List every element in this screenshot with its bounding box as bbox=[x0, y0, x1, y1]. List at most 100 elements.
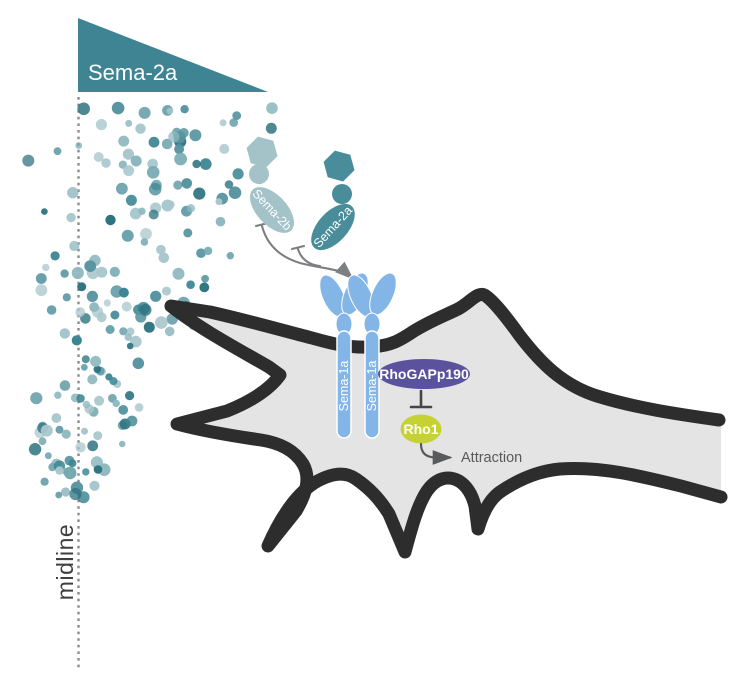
sema2a-dot bbox=[189, 129, 202, 142]
rhogap-label: RhoGAPp190 bbox=[379, 366, 469, 382]
sema2a-dot bbox=[126, 415, 138, 427]
sema2a-binding-arrow bbox=[296, 247, 322, 268]
sema2a-dot bbox=[89, 302, 99, 312]
sema2a-dot bbox=[93, 431, 103, 441]
sema2a-dot bbox=[51, 413, 62, 423]
sema2a-dot bbox=[150, 290, 162, 302]
sema2a-dot bbox=[86, 290, 98, 302]
sema2a-dot bbox=[40, 424, 53, 437]
receptor2-stem bbox=[364, 330, 380, 439]
sema2a-dot bbox=[215, 216, 226, 227]
sema2a-dot bbox=[265, 122, 277, 134]
sema2a-dot bbox=[148, 209, 159, 220]
sema2a-dot bbox=[93, 465, 103, 474]
sema2a-dot bbox=[203, 246, 213, 256]
sema2a-dot bbox=[162, 286, 171, 296]
sema2a-dot bbox=[196, 248, 206, 258]
sema2a-dot bbox=[75, 307, 86, 317]
sema2a-dot bbox=[200, 158, 212, 170]
sema2a-dot bbox=[219, 143, 230, 154]
sema2a-dot bbox=[229, 118, 238, 127]
sema2a-dot bbox=[181, 178, 193, 189]
sema2a-dot bbox=[219, 119, 227, 127]
sema2a-dot bbox=[80, 363, 88, 371]
sema2a-dot bbox=[105, 214, 116, 226]
growth-cone bbox=[164, 288, 728, 559]
sema2a-dot bbox=[46, 305, 57, 315]
sema2a-dot bbox=[124, 333, 132, 341]
rho1-node bbox=[400, 414, 442, 444]
sema2a-dot bbox=[96, 266, 108, 278]
sema2a-dot bbox=[186, 204, 196, 213]
sema2a-dot bbox=[109, 266, 120, 277]
ligand-binding-arrows bbox=[254, 221, 354, 280]
sema2a-dot bbox=[110, 285, 123, 298]
sema2a-dot bbox=[158, 252, 170, 264]
sema2a-dot bbox=[166, 107, 174, 115]
sema2a-dot bbox=[130, 155, 142, 167]
sema2a-dot bbox=[201, 274, 210, 283]
sema2a-dot bbox=[123, 150, 130, 157]
sema2a-dot bbox=[71, 266, 84, 280]
sema2a-dot bbox=[22, 154, 35, 167]
sema2b-body-ellipse bbox=[249, 187, 295, 233]
sema2a-dot bbox=[178, 127, 189, 138]
receptor-sema1a-unit2: Sema-1a bbox=[347, 272, 397, 439]
sema2a-dot bbox=[199, 282, 210, 293]
sema2a-dot bbox=[69, 240, 80, 252]
sema2a-dot bbox=[60, 269, 69, 278]
ligand-sema2a: Sema-2a bbox=[311, 150, 355, 251]
sema2a-dot bbox=[125, 119, 133, 127]
sema2a-dot bbox=[118, 405, 129, 415]
sema2a-dot bbox=[135, 123, 146, 134]
sema2a-dot bbox=[172, 267, 185, 280]
sema2a-dot bbox=[77, 102, 90, 116]
sema2a-dot bbox=[90, 456, 103, 469]
sema2a-dot bbox=[215, 198, 223, 206]
sema2a-dot bbox=[54, 391, 62, 399]
sema2a-dot bbox=[121, 301, 132, 312]
inhibition-tbar bbox=[409, 389, 433, 409]
sema2a-dot bbox=[164, 326, 175, 337]
sema2a-dot bbox=[76, 394, 85, 403]
sema2a-dot bbox=[81, 355, 90, 364]
sema2a-dot bbox=[61, 429, 71, 439]
sema2a-dot bbox=[62, 293, 71, 302]
sema2a-dot bbox=[148, 182, 162, 196]
sema2a-dot bbox=[224, 180, 234, 189]
sema2a-dot bbox=[123, 165, 135, 177]
sema2a-dot bbox=[77, 282, 87, 292]
receptor1-stem bbox=[336, 330, 352, 439]
sema2a-dot bbox=[53, 147, 62, 156]
rhogap-node bbox=[378, 359, 470, 389]
sema2a-dot bbox=[75, 442, 86, 453]
sema2a-dot bbox=[42, 263, 50, 272]
sema2a-dot bbox=[69, 488, 82, 501]
sema2a-dot bbox=[112, 399, 120, 408]
sema2a-dot bbox=[232, 111, 242, 120]
signaling-cascade: RhoGAPp190 Rho1 Attraction bbox=[378, 359, 522, 466]
sema2a-dot bbox=[87, 374, 98, 385]
sema2a-dot bbox=[193, 187, 206, 200]
sema2a-gradient-wedge: Sema-2a bbox=[78, 18, 268, 92]
sema2b-psi-domain-circle bbox=[249, 164, 269, 184]
midline-label: midline bbox=[52, 524, 78, 600]
sema2a-dot bbox=[148, 136, 160, 148]
gradient-wedge-label: Sema-2a bbox=[88, 60, 178, 85]
sema2a-dot bbox=[125, 391, 135, 401]
growth-cone-fill bbox=[171, 294, 721, 552]
sema2a-dot bbox=[93, 152, 104, 162]
sema2a-dot bbox=[55, 491, 63, 499]
sema2a-dot bbox=[67, 187, 79, 199]
sema2a-dot bbox=[82, 400, 91, 409]
sema2a-dot bbox=[84, 260, 97, 272]
sema2a-dot bbox=[105, 325, 115, 334]
sema2a-dot bbox=[75, 142, 83, 149]
sema2a-dot bbox=[64, 455, 75, 466]
sema2a-dot bbox=[228, 186, 242, 199]
sema2a-sema-domain-hexagon bbox=[323, 150, 355, 182]
sema2a-dot bbox=[81, 427, 88, 435]
sema2a-dot bbox=[134, 403, 144, 412]
sema2a-dot bbox=[173, 180, 183, 190]
